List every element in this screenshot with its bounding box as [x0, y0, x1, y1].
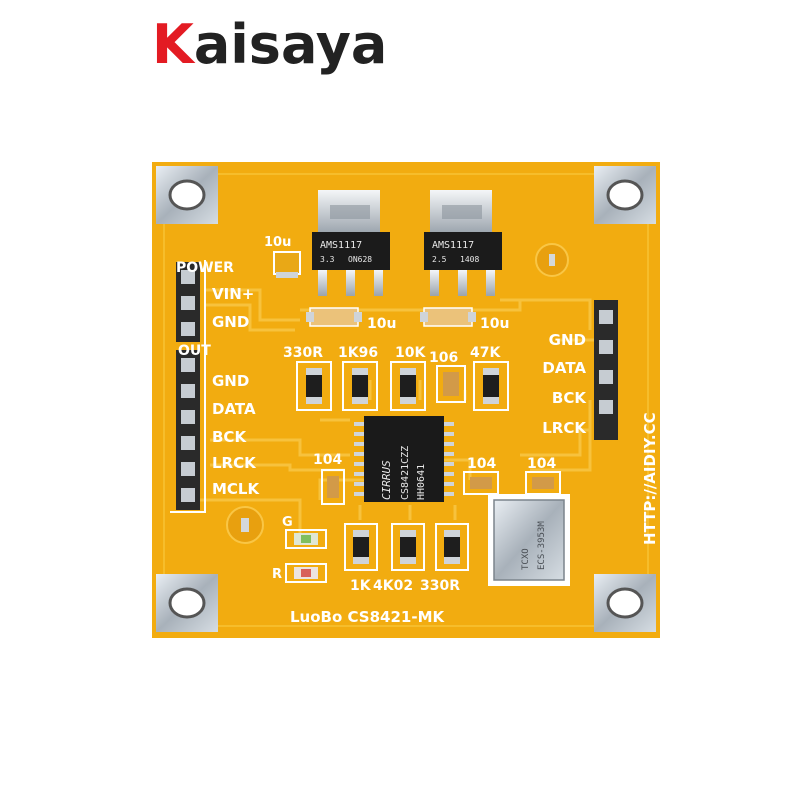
header-pin-label: MCLK	[212, 480, 260, 498]
regulator-marking: AMS1117	[432, 240, 474, 251]
pcb-traces	[200, 288, 595, 540]
board-url-silkscreen: HTTP://AIDIY.CC	[641, 412, 659, 545]
capacitor-label: 10u	[264, 235, 291, 250]
tantalum-capacitor	[420, 307, 476, 327]
cs8421-chip: CIRRUS CS8421CZZ HH0641	[354, 416, 454, 502]
header-label: GND	[212, 313, 249, 331]
red-led	[285, 563, 327, 583]
capacitor-footprint	[463, 471, 499, 495]
capacitor-label: 104	[467, 456, 496, 472]
capacitor-footprint	[321, 469, 345, 505]
right-pin-header	[594, 300, 618, 440]
board-title-silkscreen: LuoBo CS8421-MK	[290, 608, 445, 626]
header-pin-label: BCK	[212, 428, 247, 446]
tantalum-capacitor	[273, 251, 301, 278]
resistor-label: 330R	[283, 345, 323, 361]
regulator-marking: 1408	[460, 255, 479, 264]
chip-part-marking: CS8421CZZ	[400, 446, 411, 500]
resistor-label: 330R	[420, 578, 460, 594]
mounting-hole	[156, 574, 218, 632]
header-pin-label: BCK	[552, 389, 587, 407]
resistor-footprint	[390, 361, 426, 411]
left-pin-header	[176, 262, 200, 510]
resistor-label: 1K	[350, 578, 372, 594]
capacitor-label: 10u	[480, 316, 509, 332]
resistor-label: 47K	[470, 345, 501, 361]
header-label: VIN+	[212, 285, 254, 303]
resistor-label: 4K02	[373, 578, 413, 594]
regulator-marking: 3.3	[320, 255, 335, 264]
resistor-label: 10K	[395, 345, 426, 361]
chip-brand-marking: CIRRUS	[380, 460, 393, 500]
capacitor-footprint	[436, 365, 466, 403]
green-led	[285, 529, 327, 549]
regulator-marking: ON628	[348, 255, 372, 264]
regulator-marking: AMS1117	[320, 240, 362, 251]
resistor-footprint	[342, 361, 378, 411]
fiducial-pad	[535, 243, 569, 277]
brand-logo-text: aisaya	[193, 13, 388, 76]
header-pin-label: GND	[549, 331, 586, 349]
capacitor-label: 104	[527, 456, 556, 472]
mounting-hole	[594, 166, 656, 224]
regulator-marking: 2.5	[432, 255, 447, 264]
fiducial-pad	[226, 506, 264, 544]
resistor-footprint	[435, 523, 469, 571]
capacitor-label: 104	[313, 452, 342, 468]
crystal-oscillator: TCXO ECS-3953M	[488, 494, 570, 586]
tantalum-capacitor	[306, 307, 362, 327]
crystal-marking: TCXO	[521, 548, 531, 570]
capacitor-label: 10u	[367, 316, 396, 332]
crystal-marking: ECS-3953M	[537, 521, 547, 570]
brand-logo-letter: K	[152, 13, 194, 76]
regulator-chip: AMS1117 2.5 1408	[424, 190, 502, 296]
header-pin-label: GND	[212, 372, 249, 390]
header-label: OUT	[178, 343, 211, 359]
resistor-footprint	[391, 523, 425, 571]
resistor-footprint	[473, 361, 509, 411]
chip-lot-marking: HH0641	[416, 464, 427, 500]
resistor-label: 1K96	[338, 345, 378, 361]
header-pin-label: LRCK	[212, 454, 257, 472]
resistor-footprint	[344, 523, 378, 571]
header-pin-label: DATA	[212, 400, 256, 418]
regulator-chip: AMS1117 3.3 ON628	[312, 190, 390, 296]
header-pin-label: DATA	[542, 359, 586, 377]
capacitor-label: 106	[429, 350, 458, 366]
resistor-footprint	[296, 361, 332, 411]
mounting-hole	[156, 166, 218, 224]
header-label: POWER	[176, 260, 234, 276]
led-label: R	[272, 567, 282, 582]
mounting-hole	[594, 574, 656, 632]
header-pin-label: LRCK	[542, 419, 587, 437]
led-label: G	[282, 515, 293, 530]
brand-logo: Kaisaya	[152, 18, 387, 72]
